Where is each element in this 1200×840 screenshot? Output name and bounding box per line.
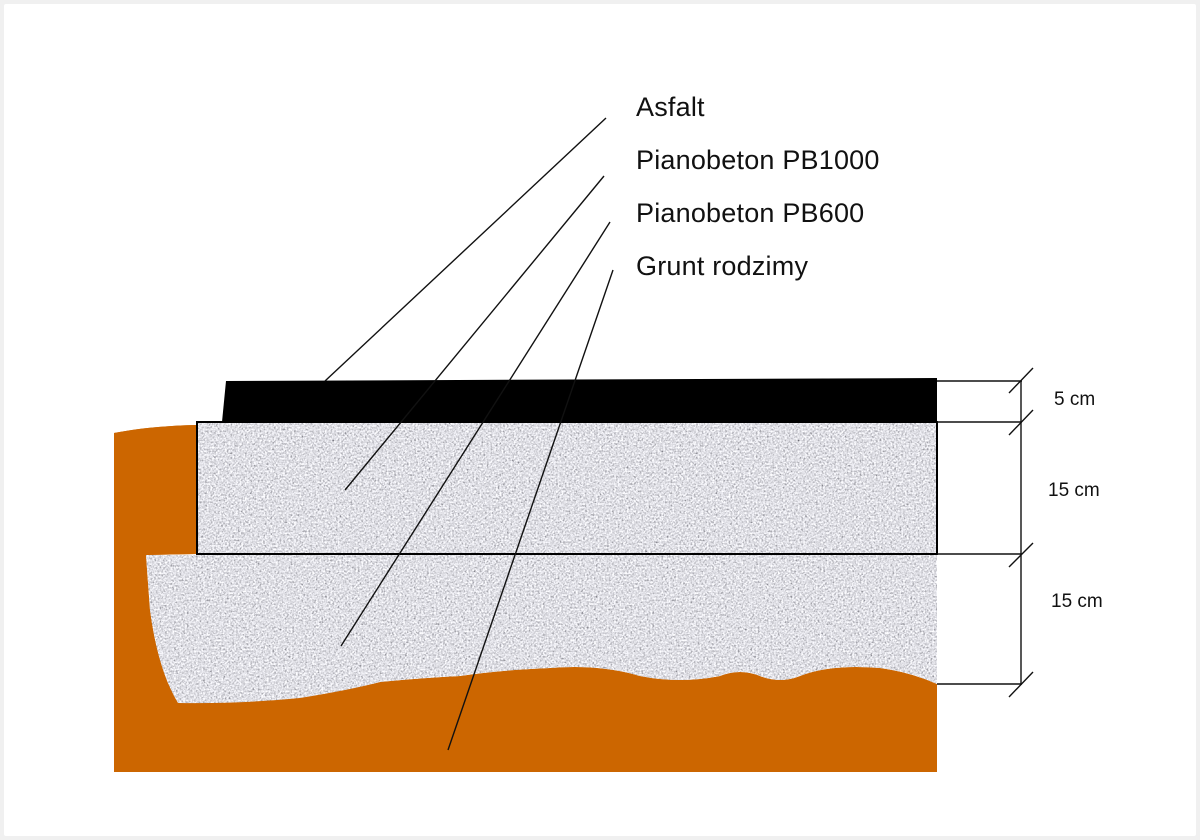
label-native-soil: Grunt rodzimy bbox=[636, 251, 809, 281]
label-pb600: Pianobeton PB600 bbox=[636, 198, 865, 228]
leader-line-pb1000 bbox=[344, 175, 605, 491]
pb600-layer bbox=[146, 555, 937, 704]
pb1000-layer bbox=[196, 421, 938, 555]
leader-line-soil bbox=[447, 269, 614, 751]
dimension-pb600-thickness: 15 cm bbox=[1051, 591, 1103, 612]
asphalt-layer bbox=[222, 378, 937, 422]
label-asphalt: Asfalt bbox=[636, 92, 705, 122]
dimension-pb1000-thickness: 15 cm bbox=[1048, 480, 1100, 501]
leader-line-asphalt bbox=[324, 117, 607, 382]
native-soil-fill bbox=[114, 425, 937, 772]
dimension-lines bbox=[937, 367, 1034, 698]
dimension-asphalt-thickness: 5 cm bbox=[1054, 389, 1096, 410]
leader-line-pb600 bbox=[340, 221, 611, 647]
label-pb1000: Pianobeton PB1000 bbox=[636, 145, 880, 175]
